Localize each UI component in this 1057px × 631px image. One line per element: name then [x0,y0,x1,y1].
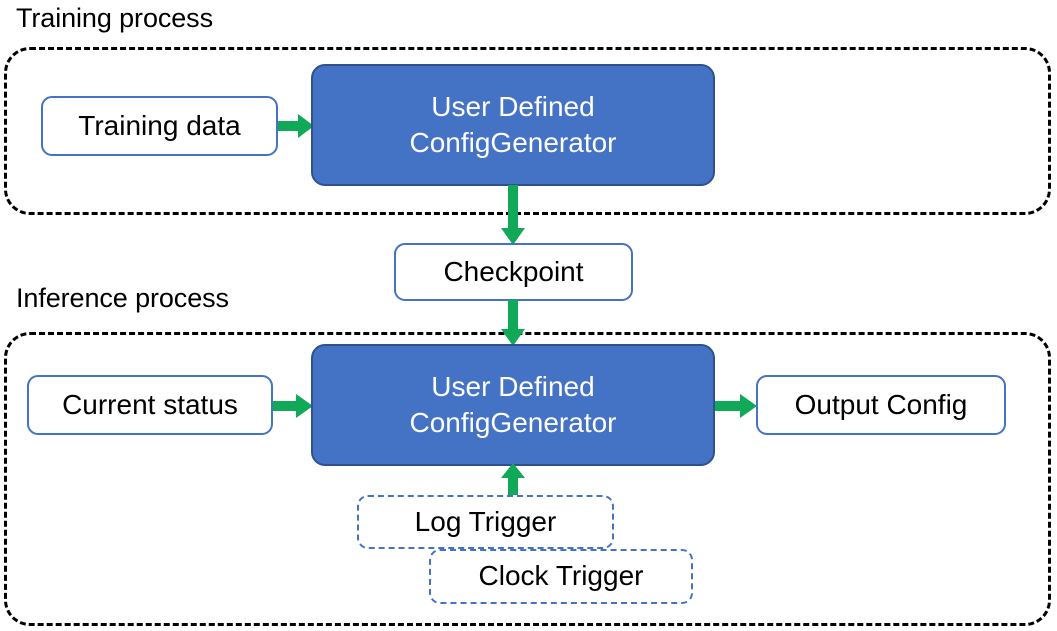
node-user-defined-config-generator-inference[interactable]: User Defined ConfigGenerator [311,344,715,466]
node-output-config-label: Output Config [794,388,968,420]
node-current-status[interactable]: Current status [27,375,273,435]
node-clock-trigger-label: Clock Trigger [478,560,644,592]
node-log-trigger-label: Log Trigger [414,505,557,537]
inference-process-title: Inference process [16,283,229,313]
training-process-group [4,47,1051,215]
node-process-inference-line1: User Defined [431,371,595,402]
node-current-status-label: Current status [62,388,238,420]
node-output-config[interactable]: Output Config [756,375,1006,435]
node-process-training-line2: ConfigGenerator [409,127,617,158]
inference-process-group [4,332,1051,626]
node-training-data-label: Training data [78,109,241,141]
node-process-training-line1: User Defined [431,91,595,122]
node-checkpoint-label: Checkpoint [443,255,584,287]
node-clock-trigger[interactable]: Clock Trigger [429,549,693,604]
node-user-defined-config-generator-training[interactable]: User Defined ConfigGenerator [311,64,715,186]
node-checkpoint[interactable]: Checkpoint [394,243,633,301]
node-log-trigger[interactable]: Log Trigger [357,495,614,549]
node-process-inference-line2: ConfigGenerator [409,407,617,438]
node-training-data[interactable]: Training data [41,96,278,156]
training-process-title: Training process [16,3,213,33]
